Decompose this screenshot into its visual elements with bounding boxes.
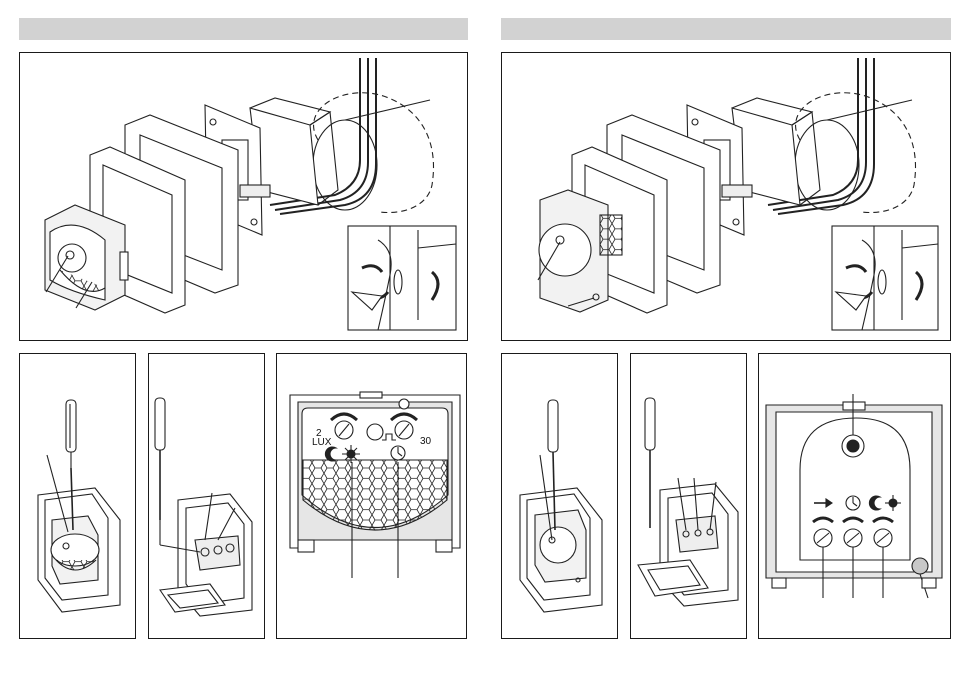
screwdriver-handle [155,398,165,450]
right-exploded-view [538,58,938,330]
screwdriver-handle [548,400,558,452]
left-exploded-view [45,58,456,330]
time-value-label: 30 [420,436,432,447]
control-closeup [766,394,942,598]
clock-icon [391,446,405,460]
screwdriver-figure-a [38,400,120,612]
detector-closeup [290,392,460,578]
screwdriver-handle [66,400,76,452]
screwdriver-figure-c [520,400,602,612]
status-led [912,558,928,574]
screwdriver-figure-b [155,398,252,616]
screwdriver-handle [645,398,655,450]
clock-icon [846,496,860,510]
screwdriver-figure-d [638,398,738,606]
lux-unit-label: LUX [312,437,332,448]
